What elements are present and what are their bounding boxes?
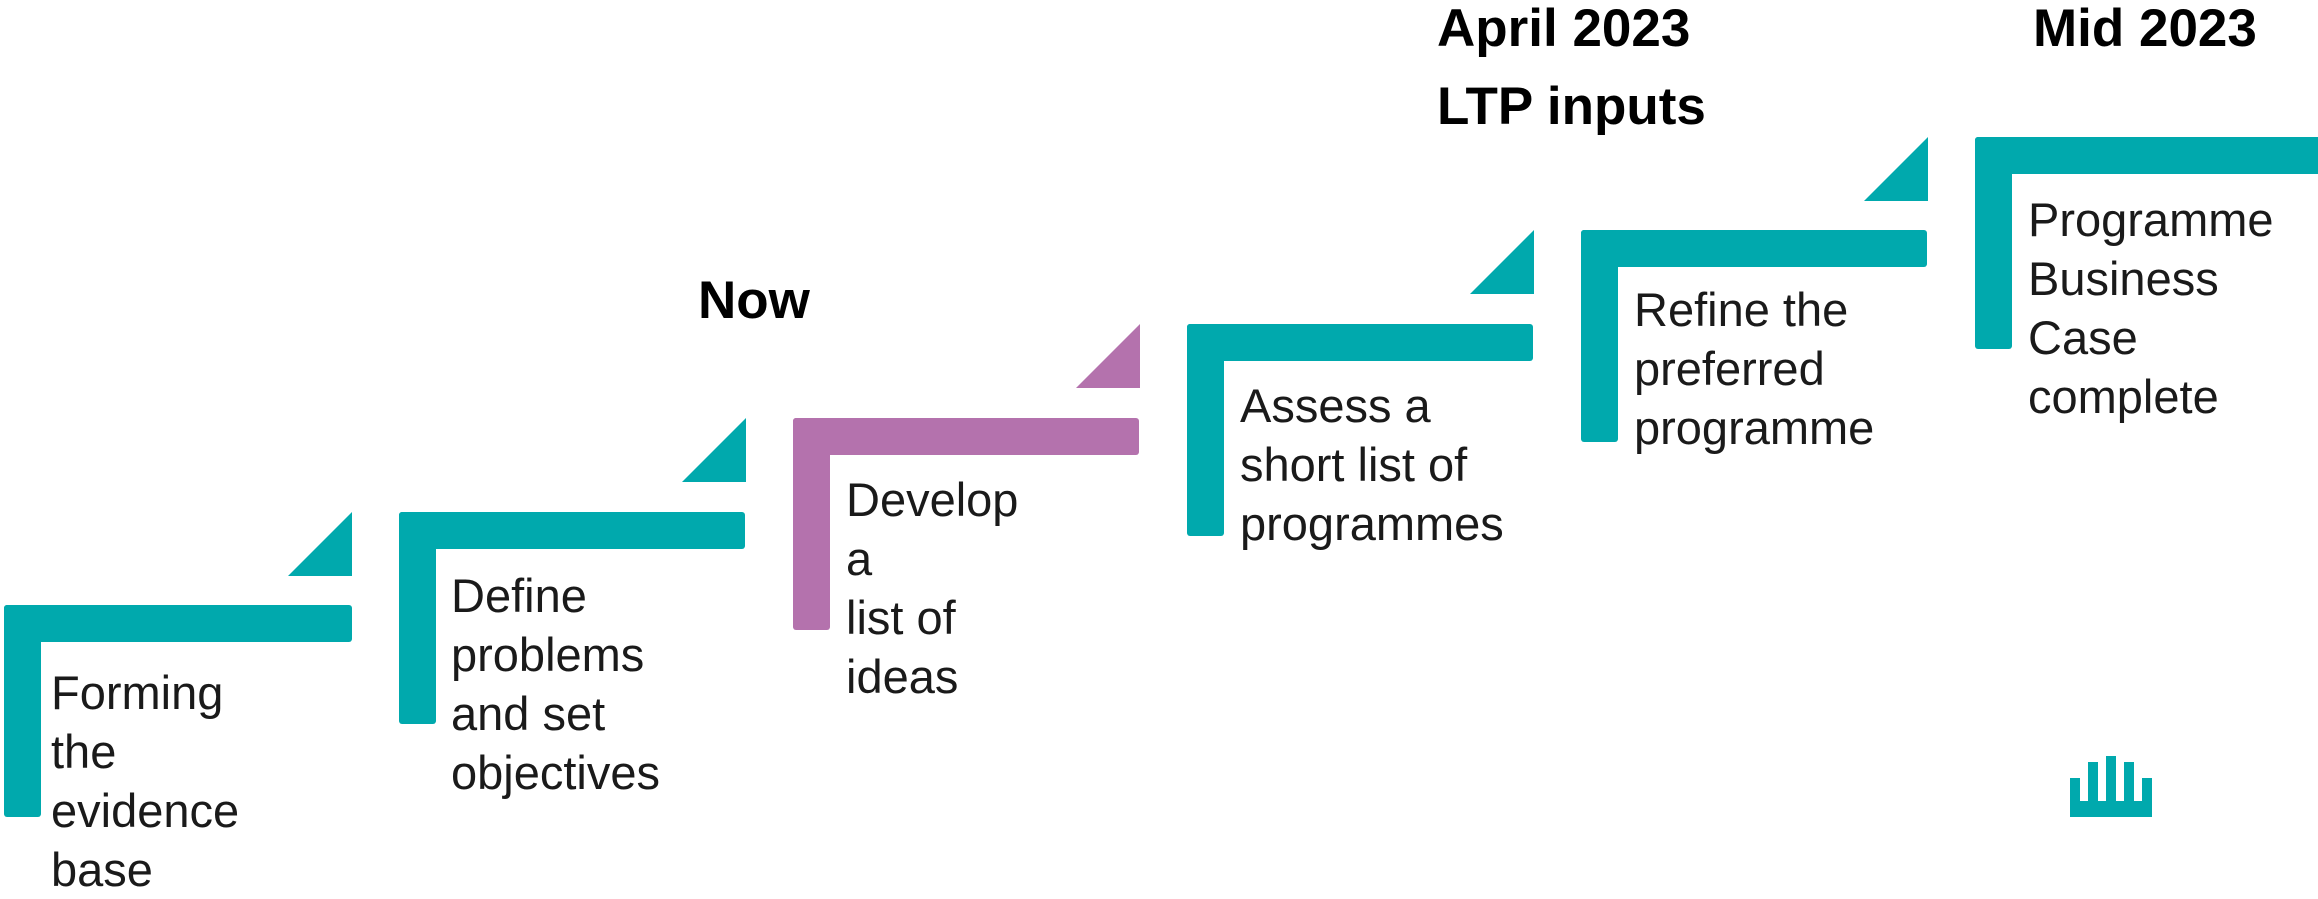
step-label: Develop a list of ideas	[846, 473, 1019, 703]
step-bar-horizontal	[793, 418, 1139, 455]
step-arrow-triangle	[1470, 230, 1534, 294]
step-label: Programme Business Case complete	[2028, 193, 2274, 423]
step-bar-horizontal	[399, 512, 745, 549]
step-bar-horizontal	[1187, 324, 1533, 361]
step-bar-vertical	[4, 605, 41, 817]
step-bar-vertical	[1975, 137, 2012, 349]
brand-logo-icon	[2070, 756, 2152, 817]
step-label: Refine the preferred programme	[1634, 283, 1875, 454]
step-bar-horizontal	[1581, 230, 1927, 267]
step-bar-vertical	[793, 418, 830, 630]
milestone-now: Now	[698, 271, 810, 330]
step-label: Forming the evidence base	[51, 666, 240, 896]
milestone-mid-2023: Mid 2023	[2033, 0, 2257, 58]
step-bar-horizontal	[1975, 137, 2318, 174]
step-arrow-triangle	[1076, 324, 1140, 388]
step-arrow-triangle	[288, 512, 352, 576]
step-label: Assess a short list of programmes	[1240, 379, 1504, 550]
step-bar-horizontal	[4, 605, 352, 642]
step-label: Define problems and set objectives	[451, 569, 660, 799]
step-arrow-triangle	[1864, 137, 1928, 201]
step-arrow-triangle	[682, 418, 746, 482]
step-bar-vertical	[1581, 230, 1618, 442]
step-bar-vertical	[399, 512, 436, 724]
step-bar-vertical	[1187, 324, 1224, 536]
milestone-april-2023: April 2023 LTP inputs	[1437, 0, 1706, 136]
